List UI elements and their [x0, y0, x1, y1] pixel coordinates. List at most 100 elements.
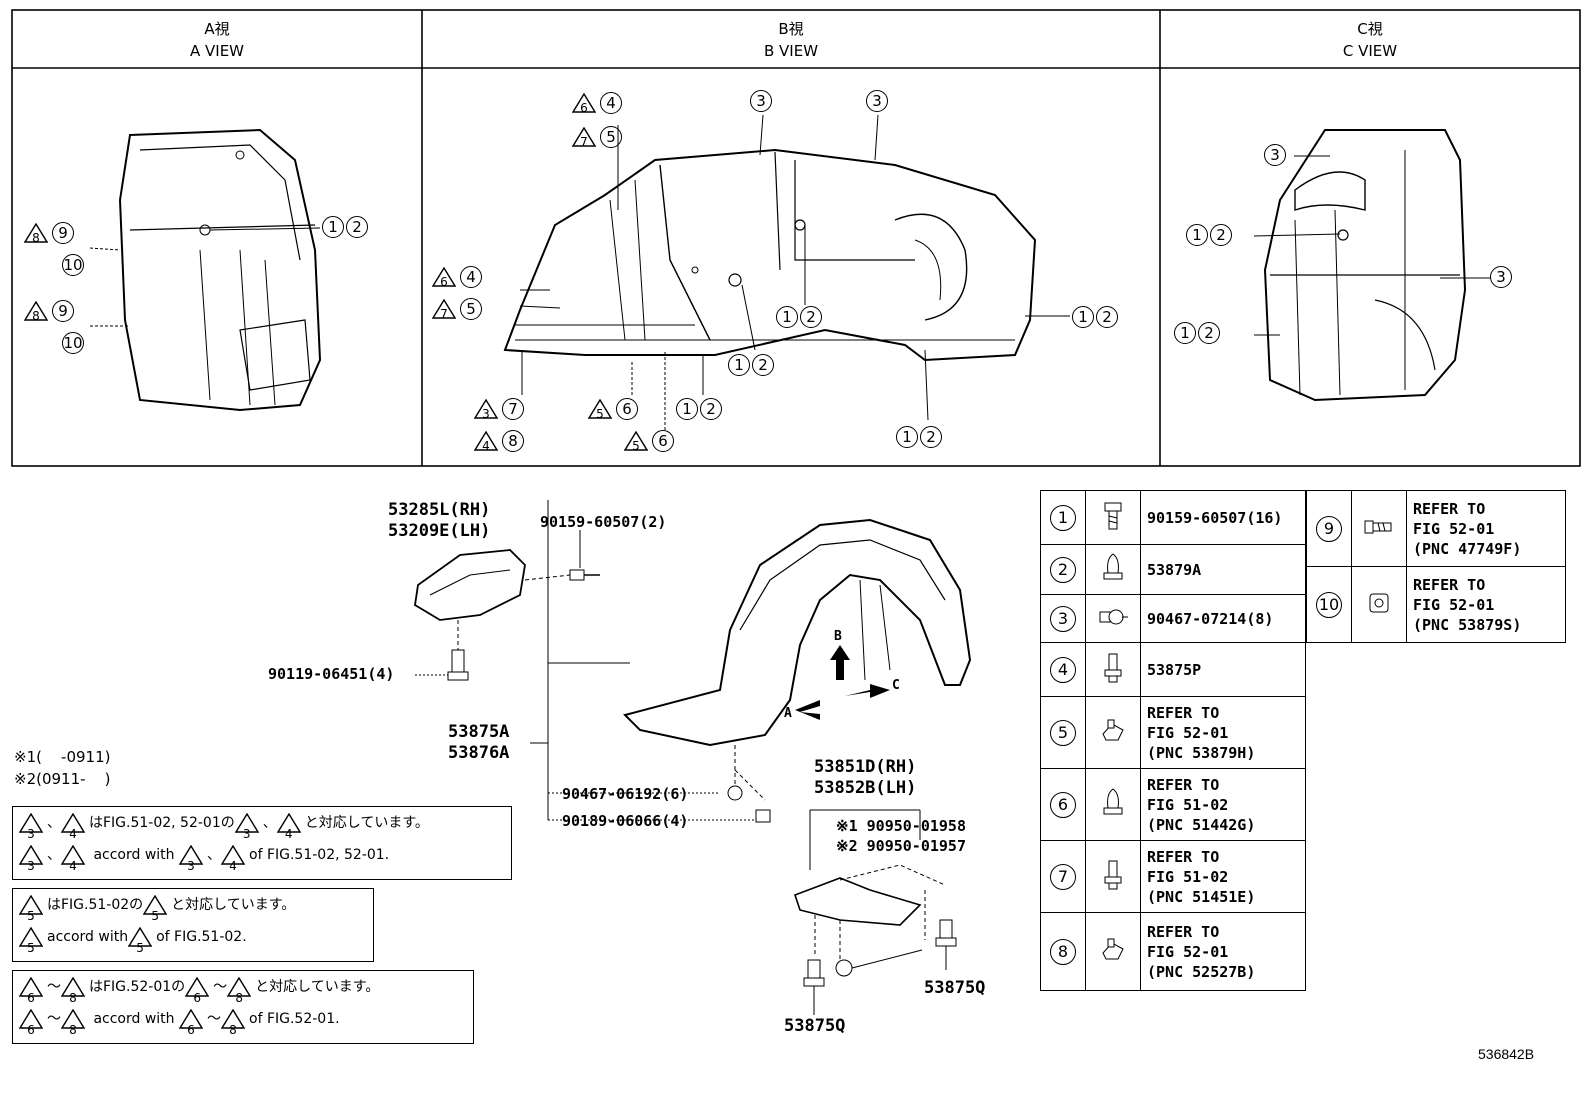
legend-text-line: (PNC 51451E): [1147, 887, 1256, 906]
fender-liner-c-view: [1263, 129, 1467, 402]
callout-number: 6: [1050, 791, 1076, 818]
legend-text-line: 90467-07214(8): [1147, 609, 1274, 628]
legend-text-line: 53875P: [1147, 660, 1202, 679]
push-clip-icon: [1100, 787, 1126, 824]
part-label-seal-lh: 53852B(LH): [814, 778, 917, 798]
triangle-icon: 3: [234, 813, 259, 841]
triangle-icon: 5: [143, 895, 168, 923]
view-frame: [11, 9, 1581, 467]
callout-number: 1: [1050, 504, 1076, 531]
clip-nut-icon: [1098, 719, 1128, 750]
legend-text-line: (PNC 47749F): [1413, 539, 1522, 558]
callout-number: 3: [1050, 605, 1076, 632]
callout-10-a: 10: [62, 254, 84, 276]
part-label-53875q-right: 53875Q: [924, 978, 986, 998]
callout-number: 8: [1050, 938, 1076, 965]
legend-row: 1 90159-60507(16): [1040, 490, 1306, 545]
arrow-a-icon: [795, 700, 820, 720]
triangle-icon: 6: [432, 267, 456, 289]
legend-text-line: FIG 51-02: [1147, 867, 1229, 886]
callout-number: 5: [1050, 719, 1076, 746]
bolt-icon: [1100, 502, 1126, 537]
legend-text-line: (PNC 53879H): [1147, 743, 1256, 762]
legend-part-text: 90467-07214(8): [1140, 594, 1306, 643]
bracket-part: [414, 549, 526, 621]
legend-part-text: 53875P: [1140, 642, 1306, 697]
legend-part-text: 90159-60507(16): [1140, 490, 1306, 545]
triangle-icon: 8: [227, 977, 252, 1005]
arrow-b-icon: [830, 645, 850, 680]
triangle-icon: 4: [61, 845, 85, 873]
push-clip-icon: [1100, 552, 1126, 589]
triangle-icon: 3: [19, 845, 43, 873]
callout-3-c1: 3: [1264, 144, 1288, 166]
screw-icon: [1100, 653, 1126, 689]
part-label-53875a: 53875A: [448, 722, 510, 742]
legend-text-line: 90159-60507(16): [1147, 508, 1283, 527]
legend-part-text: 53879A: [1140, 544, 1306, 595]
fender-liner-part: [623, 518, 972, 747]
legend-text-line: FIG 52-01: [1147, 723, 1229, 742]
legend-text-line: (PNC 52527B): [1147, 962, 1256, 981]
legend-text-line: REFER TO: [1147, 775, 1220, 794]
leader-lines-c: [1253, 155, 1490, 336]
legend-text-line: (PNC 53879S): [1413, 615, 1522, 634]
screw-icon: [807, 959, 821, 981]
bolt-icon: [451, 649, 465, 673]
triangle-icon: 5: [128, 927, 153, 955]
date-note-1: ※1( -0911): [14, 748, 111, 766]
triangle-icon: 6: [19, 977, 43, 1005]
arrow-c-icon: [845, 684, 890, 698]
callout-number: 7: [1050, 863, 1076, 890]
triangle-icon: 6: [185, 977, 210, 1005]
legend-row: 2 53879A: [1040, 544, 1306, 595]
arrow-label-c: C: [892, 678, 900, 693]
triangle-icon: 4: [221, 845, 245, 873]
legend-text-line: FIG 52-01: [1413, 595, 1495, 614]
leader-lines-b: [519, 114, 1070, 430]
triangle-icon: 8: [61, 1009, 85, 1037]
seal-part: [793, 877, 922, 926]
clip-nut-icon: [1098, 938, 1128, 969]
triangle-icon: 5: [19, 927, 43, 955]
callout-number: 2: [1050, 556, 1076, 583]
exploded-assembly: [414, 500, 972, 1015]
leader-lines-a: [89, 227, 321, 327]
legend-text-line: FIG 52-01: [1413, 519, 1495, 538]
part-label-bracket-lh: 53209E(LH): [388, 521, 491, 541]
triangle-icon: 3: [179, 845, 203, 873]
triangle-icon: 8: [61, 977, 85, 1005]
screw-icon: [1100, 860, 1126, 896]
part-label-90467: 90467-06192(6): [562, 785, 689, 803]
nut-clip-icon: [1364, 593, 1394, 622]
triangle-icon: 6: [179, 1009, 203, 1037]
part-label-90119: 90119-06451(4): [268, 665, 395, 683]
triangle-icon: 8: [24, 301, 48, 323]
